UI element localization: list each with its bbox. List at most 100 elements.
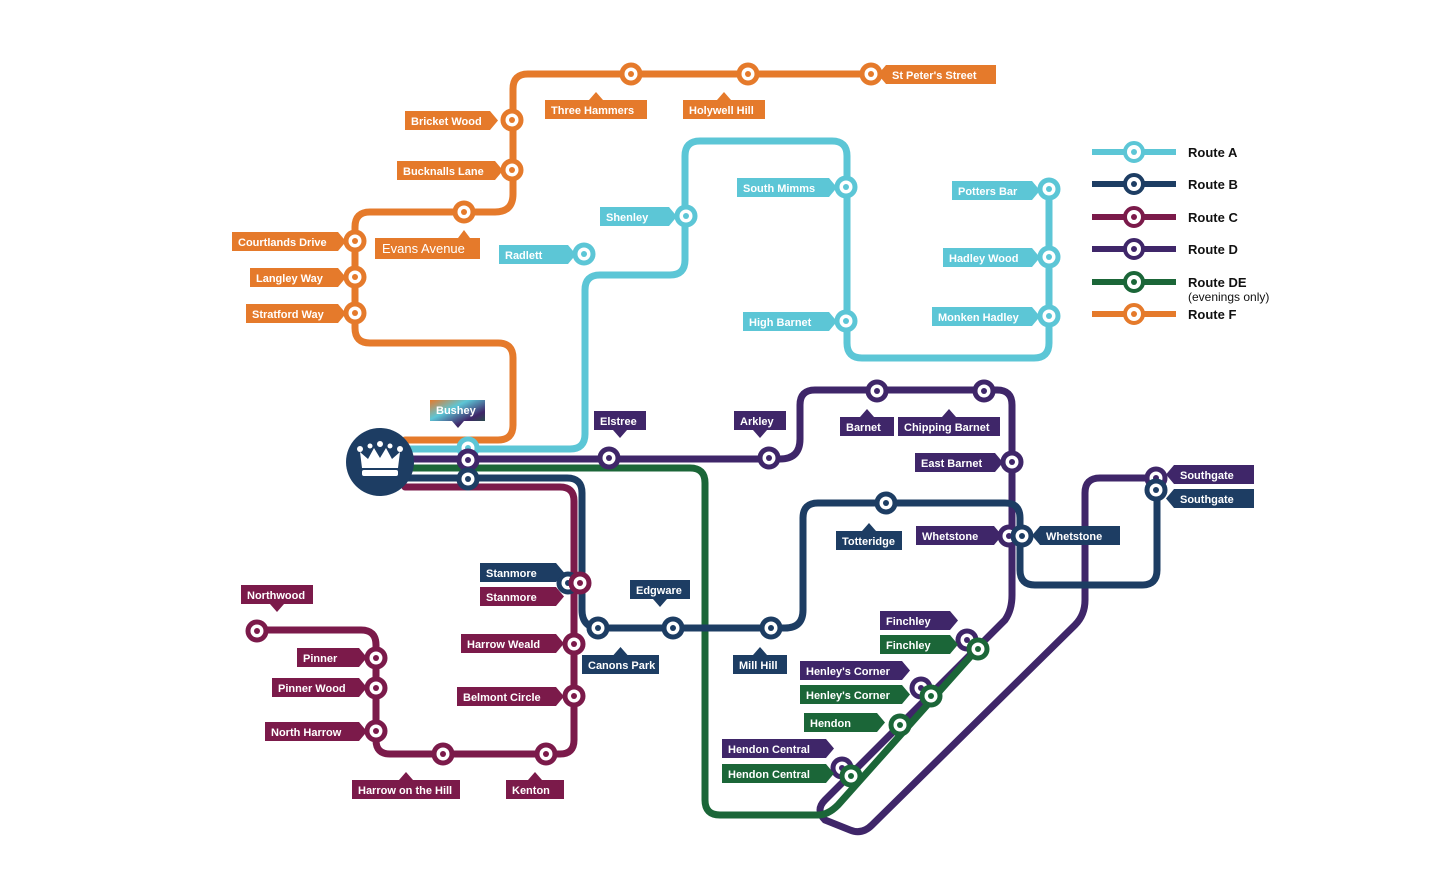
stop-marker[interactable] — [859, 62, 883, 86]
stop-label-bushey[interactable]: Bushey — [430, 400, 485, 428]
stop-marker[interactable] — [1037, 304, 1061, 328]
stop-label-stratford-way[interactable]: Stratford Way — [246, 304, 346, 323]
stop-marker[interactable] — [759, 616, 783, 640]
stop-label-mill-hill[interactable]: Mill Hill — [733, 647, 787, 674]
stop-label-belmont-circle[interactable]: Belmont Circle — [457, 687, 564, 706]
stop-marker[interactable] — [1010, 524, 1034, 548]
stop-label-whetstone-d[interactable]: Whetstone — [916, 526, 1002, 545]
stop-marker[interactable] — [874, 491, 898, 515]
stop-marker[interactable] — [919, 684, 943, 708]
stop-label-harrow-weald[interactable]: Harrow Weald — [461, 634, 564, 653]
stop-label-henleys-corner-de[interactable]: Henley's Corner — [800, 685, 910, 704]
stop-marker[interactable] — [865, 379, 889, 403]
stop-marker[interactable] — [500, 158, 524, 182]
stop-marker[interactable] — [834, 309, 858, 333]
stop-marker[interactable] — [534, 742, 558, 766]
stop-label-text: Pinner Wood — [278, 683, 346, 695]
stop-marker[interactable] — [245, 619, 269, 643]
stop-label-text: Arkley — [740, 416, 775, 428]
stop-label-st-peters-street[interactable]: St Peter's Street — [878, 65, 996, 84]
stop-label-radlett[interactable]: Radlett — [499, 245, 576, 264]
stop-label-east-barnet[interactable]: East Barnet — [915, 453, 1003, 472]
stop-label-north-harrow[interactable]: North Harrow — [265, 722, 367, 741]
stop-marker[interactable] — [456, 448, 480, 472]
stop-label-langley-way[interactable]: Langley Way — [250, 268, 346, 287]
stop-marker[interactable] — [674, 204, 698, 228]
stop-label-hendon-central-d[interactable]: Hendon Central — [722, 739, 834, 758]
stop-label-pinner[interactable]: Pinner — [297, 648, 367, 667]
stop-marker[interactable] — [431, 742, 455, 766]
legend-label: Route DE — [1188, 275, 1247, 290]
stop-marker[interactable] — [1144, 478, 1168, 502]
stop-label-text: Bushey — [436, 405, 477, 417]
route-c-line — [253, 483, 578, 758]
stop-marker[interactable] — [568, 571, 592, 595]
stop-label-text: Hadley Wood — [949, 253, 1018, 265]
stop-marker[interactable] — [452, 200, 476, 224]
stop-marker[interactable] — [343, 265, 367, 289]
stop-label-kenton[interactable]: Kenton — [506, 772, 564, 799]
stop-marker[interactable] — [364, 719, 388, 743]
stop-marker[interactable] — [834, 175, 858, 199]
stop-label-south-mimms[interactable]: South Mimms — [737, 178, 837, 197]
stop-marker[interactable] — [572, 242, 596, 266]
stop-marker[interactable] — [343, 301, 367, 325]
stop-marker[interactable] — [562, 684, 586, 708]
stop-marker[interactable] — [1037, 245, 1061, 269]
stop-marker[interactable] — [661, 616, 685, 640]
stop-marker[interactable] — [757, 446, 781, 470]
stop-label-bricket-wood[interactable]: Bricket Wood — [405, 111, 498, 130]
stop-label-text: Langley Way — [256, 273, 324, 285]
stop-marker[interactable] — [364, 676, 388, 700]
stop-marker[interactable] — [586, 616, 610, 640]
stop-label-canons-park[interactable]: Canons Park — [582, 647, 659, 674]
stop-marker[interactable] — [1037, 177, 1061, 201]
stop-label-barnet[interactable]: Barnet — [840, 409, 894, 436]
stop-marker[interactable] — [839, 764, 863, 788]
stop-label-finchley-de[interactable]: Finchley — [880, 635, 958, 654]
stop-label-totteridge[interactable]: Totteridge — [836, 523, 902, 550]
stop-marker[interactable] — [736, 62, 760, 86]
stop-marker[interactable] — [1000, 450, 1024, 474]
stop-label-text: St Peter's Street — [892, 70, 977, 82]
stop-label-three-hammers[interactable]: Three Hammers — [545, 92, 647, 119]
stop-label-text: Radlett — [505, 250, 543, 262]
stop-label-elstree[interactable]: Elstree — [594, 411, 646, 438]
stop-label-bucknalls-lane[interactable]: Bucknalls Lane — [397, 161, 503, 180]
stop-label-stanmore-b[interactable]: Stanmore — [480, 563, 564, 582]
stop-label-finchley-d[interactable]: Finchley — [880, 611, 958, 630]
stop-marker[interactable] — [343, 229, 367, 253]
stop-marker[interactable] — [456, 467, 480, 491]
stop-marker[interactable] — [500, 108, 524, 132]
stop-label-northwood[interactable]: Northwood — [241, 585, 313, 612]
stop-label-potters-bar[interactable]: Potters Bar — [952, 181, 1040, 200]
stop-label-hadley-wood[interactable]: Hadley Wood — [943, 248, 1040, 267]
stop-label-shenley[interactable]: Shenley — [600, 207, 677, 226]
stop-label-harrow-on-the-hill[interactable]: Harrow on the Hill — [352, 772, 460, 799]
stop-label-evans-avenue[interactable]: Evans Avenue — [375, 230, 480, 259]
stop-label-chipping-barnet[interactable]: Chipping Barnet — [898, 409, 1000, 436]
stop-label-southgate-b[interactable]: Southgate — [1166, 489, 1254, 508]
stop-label-edgware[interactable]: Edgware — [630, 580, 690, 607]
stop-marker[interactable] — [364, 646, 388, 670]
stop-marker[interactable] — [888, 713, 912, 737]
stop-label-southgate-d[interactable]: Southgate — [1166, 465, 1254, 484]
stop-label-hendon[interactable]: Hendon — [804, 713, 885, 732]
stop-marker[interactable] — [597, 446, 621, 470]
stop-label-high-barnet[interactable]: High Barnet — [743, 312, 837, 331]
stop-marker[interactable] — [966, 637, 990, 661]
stop-marker[interactable] — [619, 62, 643, 86]
central-hub[interactable] — [346, 428, 414, 496]
stop-label-arkley[interactable]: Arkley — [734, 411, 786, 438]
stop-marker[interactable] — [972, 379, 996, 403]
stop-label-pinner-wood[interactable]: Pinner Wood — [272, 678, 367, 697]
stop-label-hendon-central-de[interactable]: Hendon Central — [722, 764, 834, 783]
stop-label-monken-hadley[interactable]: Monken Hadley — [932, 307, 1040, 326]
stop-marker[interactable] — [562, 632, 586, 656]
stop-label-holywell-hill[interactable]: Holywell Hill — [683, 92, 765, 119]
stop-label-whetstone-b[interactable]: Whetstone — [1032, 526, 1120, 545]
stop-label-courtlands-drive[interactable]: Courtlands Drive — [232, 232, 346, 251]
stop-label-stanmore-c[interactable]: Stanmore — [480, 587, 564, 606]
stop-label-henleys-corner-d[interactable]: Henley's Corner — [800, 661, 910, 680]
